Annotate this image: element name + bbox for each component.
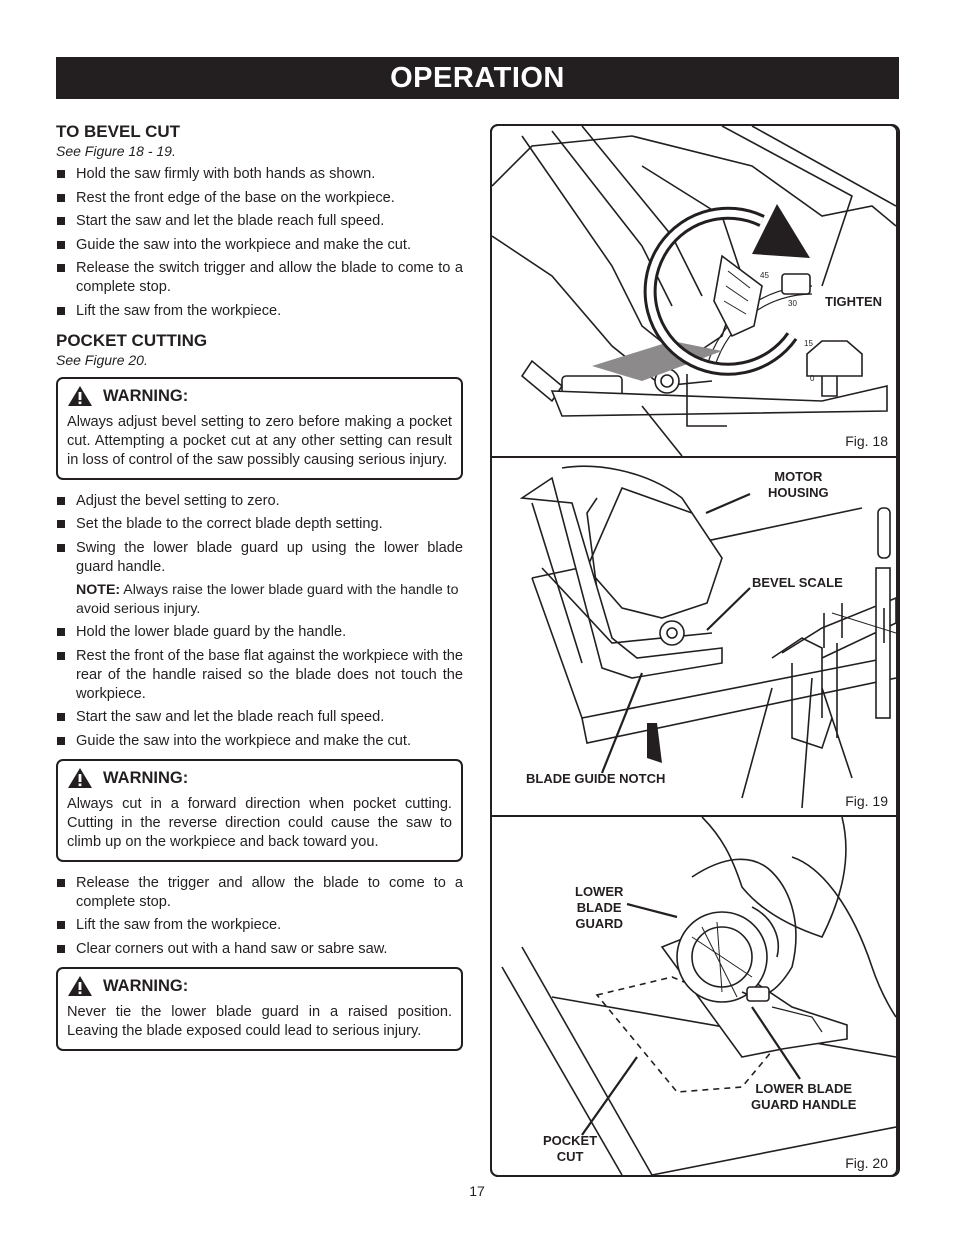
tighten-label: TIGHTEN [825, 294, 883, 309]
bevel-adjust-illustration: 45 30 15 0 [492, 126, 896, 456]
warning-text: Never tie the lower blade guard in a rai… [67, 1003, 452, 1039]
figure-label: Fig. 18 [845, 433, 888, 449]
pocket-cut-illustration [501, 817, 896, 1175]
section-banner: OPERATION [56, 57, 899, 99]
scale-label-45: 45 [760, 271, 769, 280]
warning-box: WARNING: Always cut in a forward directi… [56, 758, 463, 862]
scale-label-30: 30 [788, 299, 797, 308]
list-item: Release the switch trigger and allow the… [56, 259, 463, 297]
figure-18: 45 30 15 0 TIGHTEN Fig. 18 [490, 124, 898, 458]
list-item: Lift the saw from the workpiece. [56, 916, 463, 935]
guard-handle-line2: GUARD HANDLE [751, 1097, 857, 1112]
list-item: Hold the saw firmly with both hands as s… [56, 165, 463, 184]
note-label: NOTE: [76, 582, 121, 598]
scale-label-0: 0 [810, 374, 815, 383]
motor-housing-line1: MOTOR [774, 469, 823, 484]
scale-label-15: 15 [804, 339, 813, 348]
pocket-steps-list-c: Release the trigger and allow the blade … [56, 874, 463, 959]
pocket-steps-list-a: Adjust the bevel setting to zero. Set th… [56, 492, 463, 577]
bevel-cut-heading: TO BEVEL CUT [56, 122, 181, 141]
warning-triangle-icon [68, 767, 92, 788]
list-item: Guide the saw into the workpiece and mak… [56, 732, 463, 751]
pocket-cutting-heading: POCKET CUTTING [56, 330, 208, 350]
bevel-see-figure: See Figure 18 - 19. [56, 143, 176, 159]
lower-blade-guard-label: LOWER BLADE GUARD [575, 884, 623, 932]
list-item: Clear corners out with a hand saw or sab… [56, 940, 463, 959]
warning-triangle-icon [68, 975, 92, 996]
list-item: Set the blade to the correct blade depth… [56, 515, 463, 534]
warning-box: WARNING: Always adjust bevel setting to … [56, 376, 463, 480]
lower-blade-guard-line1: LOWER [575, 884, 624, 899]
guard-handle-line1: LOWER BLADE [755, 1081, 853, 1096]
figure-19: MOTOR HOUSING BEVEL SCALE BLADE GUIDE NO… [490, 456, 898, 817]
warning-title: WARNING: [103, 768, 189, 787]
pocket-see-figure: See Figure 20. [56, 351, 148, 368]
warning-title: WARNING: [103, 386, 189, 405]
figure-label: Fig. 19 [845, 793, 888, 809]
list-item: Rest the front edge of the base on the w… [56, 189, 463, 208]
bevel-cut-illustration [519, 465, 896, 809]
list-item: Lift the saw from the workpiece. [56, 302, 463, 321]
warning-box: WARNING: Never tie the lower blade guard… [56, 966, 463, 1051]
list-item: Guide the saw into the workpiece and mak… [56, 236, 463, 255]
page-number: 17 [469, 1183, 485, 1199]
list-item: Adjust the bevel setting to zero. [56, 492, 463, 511]
list-item: Start the saw and let the blade reach fu… [56, 212, 463, 231]
lower-blade-guard-line2: BLADE [576, 900, 622, 915]
warning-text: Always adjust bevel setting to zero befo… [67, 413, 452, 468]
pocket-cut-label: POCKET CUT [543, 1133, 597, 1165]
warning-triangle-icon [68, 385, 92, 406]
list-item: Hold the lower blade guard by the handle… [56, 623, 463, 642]
note: NOTE: Always raise the lower blade guard… [56, 581, 463, 619]
list-item: Start the saw and let the blade reach fu… [56, 708, 463, 727]
list-item: Release the trigger and allow the blade … [56, 874, 463, 912]
figure-label: Fig. 20 [845, 1155, 888, 1171]
text-column: TO BEVEL CUT See Figure 18 - 19. Hold th… [56, 122, 463, 1063]
warning-title: WARNING: [103, 976, 189, 995]
lower-blade-guard-handle-label: LOWER BLADE GUARD HANDLE [751, 1081, 856, 1113]
pocket-cut-line2: CUT [556, 1149, 584, 1164]
bevel-steps-list: Hold the saw firmly with both hands as s… [56, 165, 463, 321]
figure-20: LOWER BLADE GUARD LOWER BLADE GUARD HAND… [490, 815, 898, 1177]
pocket-cut-line1: POCKET [543, 1133, 598, 1148]
motor-housing-line2: HOUSING [768, 485, 829, 500]
bevel-scale-label: BEVEL SCALE [752, 575, 843, 590]
list-item: Rest the front of the base flat against … [56, 647, 463, 704]
list-item: Swing the lower blade guard up using the… [56, 539, 463, 577]
blade-guide-notch-label: BLADE GUIDE NOTCH [526, 771, 666, 786]
lower-blade-guard-line3: GUARD [575, 916, 624, 931]
pocket-steps-list-b: Hold the lower blade guard by the handle… [56, 623, 463, 751]
note-text: Always raise the lower blade guard with … [76, 582, 459, 617]
warning-text: Always cut in a forward direction when p… [67, 795, 452, 850]
motor-housing-label: MOTOR HOUSING [768, 469, 829, 501]
